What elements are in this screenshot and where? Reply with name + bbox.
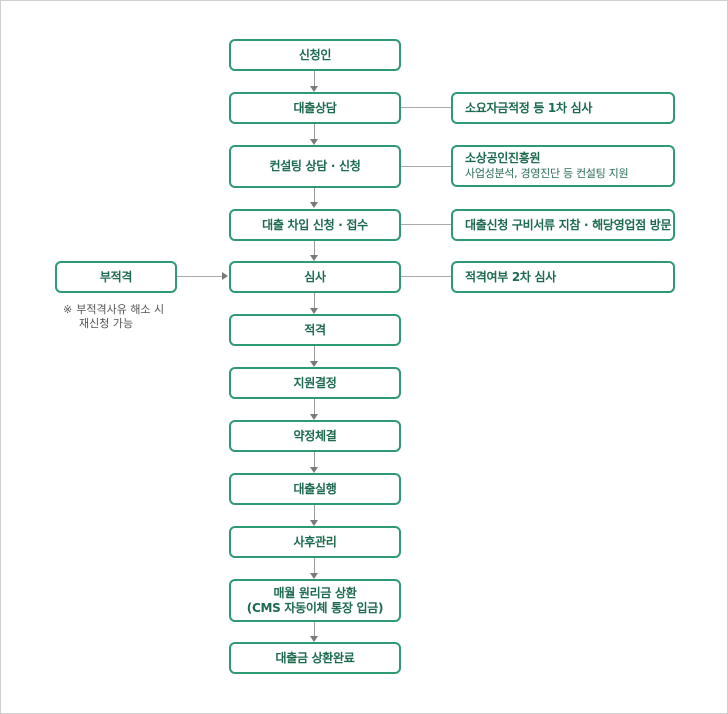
step-complete: 대출금 상환완료 [229, 642, 401, 674]
note-text: 소요자금적정 등 1차 심사 [465, 100, 593, 115]
step-repayment: 매월 원리금 상환 (CMS 자동이체 통장 입금) [229, 579, 401, 622]
step-review: 심사 [229, 261, 401, 293]
step-label: 약정체결 [293, 428, 337, 443]
step-loan-consult: 대출상담 [229, 92, 401, 124]
connector [314, 452, 315, 468]
side-connector [401, 224, 451, 225]
connector [314, 71, 315, 87]
side-connector [401, 166, 451, 167]
note-consulting: 소상공인진흥원 사업성분석, 경영진단 등 컨설팅 지원 [451, 145, 675, 187]
step-eligible: 적격 [229, 314, 401, 346]
note-subtext: 사업성분석, 경영진단 등 컨설팅 지원 [465, 167, 629, 180]
arrow-down-icon [310, 573, 318, 579]
arrow-down-icon [310, 520, 318, 526]
connector [314, 188, 315, 203]
connector [314, 124, 315, 140]
note-title: 소상공인진흥원 [465, 151, 541, 165]
connector [314, 558, 315, 574]
side-connector [401, 107, 451, 108]
arrow-down-icon [310, 361, 318, 367]
step-applicant: 신청인 [229, 39, 401, 71]
rejected-connector [177, 276, 223, 277]
connector [314, 241, 315, 256]
step-execution: 대출실행 [229, 473, 401, 505]
connector [314, 505, 315, 521]
arrow-down-icon [310, 255, 318, 261]
arrow-down-icon [310, 86, 318, 92]
step-label: 적격 [304, 322, 326, 337]
arrow-down-icon [310, 636, 318, 642]
note-mark: ※ [63, 303, 73, 316]
step-label: 대출금 상환완료 [275, 650, 355, 665]
reapply-note: ※부적격사유 해소 시 재신청 가능 [63, 303, 164, 331]
arrow-down-icon [310, 308, 318, 314]
note-line-1: 부적격사유 해소 시 [76, 303, 165, 316]
note-text: 대출신청 구비서류 지참 · 해당영업점 방문 [465, 217, 672, 232]
arrow-right-icon [222, 272, 228, 280]
step-decision: 지원결정 [229, 367, 401, 399]
arrow-down-icon [310, 139, 318, 145]
step-agreement: 약정체결 [229, 420, 401, 452]
step-label: 컨설팅 상담 · 신청 [269, 159, 361, 173]
step-consulting: 컨설팅 상담 · 신청 [229, 145, 401, 188]
rejected-box: 부적격 [55, 261, 177, 293]
note-line-2: 재신청 가능 [79, 317, 134, 330]
step-label: 사후관리 [293, 534, 337, 549]
step-label: 대출상담 [293, 100, 337, 115]
step-label: 대출실행 [293, 481, 337, 496]
step-application: 대출 차입 신청 · 접수 [229, 209, 401, 241]
connector [314, 346, 315, 362]
connector [314, 293, 315, 309]
note-second-review: 적격여부 2차 심사 [451, 261, 675, 293]
note-application: 대출신청 구비서류 지참 · 해당영업점 방문 [451, 209, 675, 241]
step-label: 대출 차입 신청 · 접수 [262, 217, 368, 232]
note-text: 적격여부 2차 심사 [465, 269, 556, 284]
arrow-down-icon [310, 202, 318, 208]
note-first-review: 소요자금적정 등 1차 심사 [451, 92, 675, 124]
arrow-down-icon [310, 467, 318, 473]
arrow-down-icon [310, 414, 318, 420]
side-connector [401, 276, 451, 277]
rejected-label: 부적격 [99, 269, 133, 284]
step-aftercare: 사후관리 [229, 526, 401, 558]
step-label: 지원결정 [293, 375, 337, 390]
step-label: 심사 [304, 269, 326, 284]
step-label: 매월 원리금 상환 (CMS 자동이체 통장 입금) [246, 585, 384, 615]
connector [314, 622, 315, 637]
step-label: 신청인 [298, 47, 332, 62]
connector [314, 399, 315, 415]
